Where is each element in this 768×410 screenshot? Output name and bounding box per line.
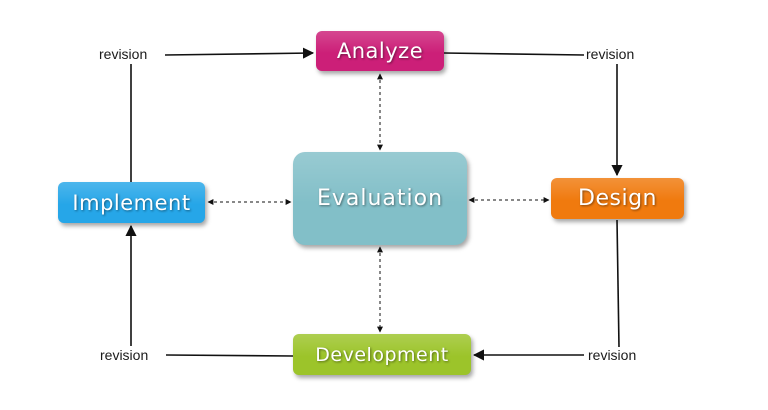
implement-node: Implement xyxy=(58,182,205,223)
revision-label-bottom-right: revision xyxy=(586,347,639,363)
revision-label-top-left: revision xyxy=(97,46,150,62)
design-node: Design xyxy=(551,178,684,219)
cycle-arrow-revision-to-analyze xyxy=(164,47,315,59)
evaluation-node: Evaluation xyxy=(293,152,467,245)
analyze-label: Analyze xyxy=(336,39,424,63)
cycle-line-development-to-revision xyxy=(165,354,294,357)
revision-label-top-right: revision xyxy=(584,46,637,62)
implement-label: Implement xyxy=(72,190,191,215)
cycle-line-design-to-revision xyxy=(616,219,620,348)
cycle-line-analyze-to-revision xyxy=(443,52,585,56)
analyze-node: Analyze xyxy=(316,31,444,71)
development-node: Development xyxy=(293,334,471,375)
revision-label-bottom-left: revision xyxy=(98,347,151,363)
design-label: Design xyxy=(578,186,657,211)
development-label: Development xyxy=(315,343,449,366)
evaluation-label: Evaluation xyxy=(316,186,444,211)
